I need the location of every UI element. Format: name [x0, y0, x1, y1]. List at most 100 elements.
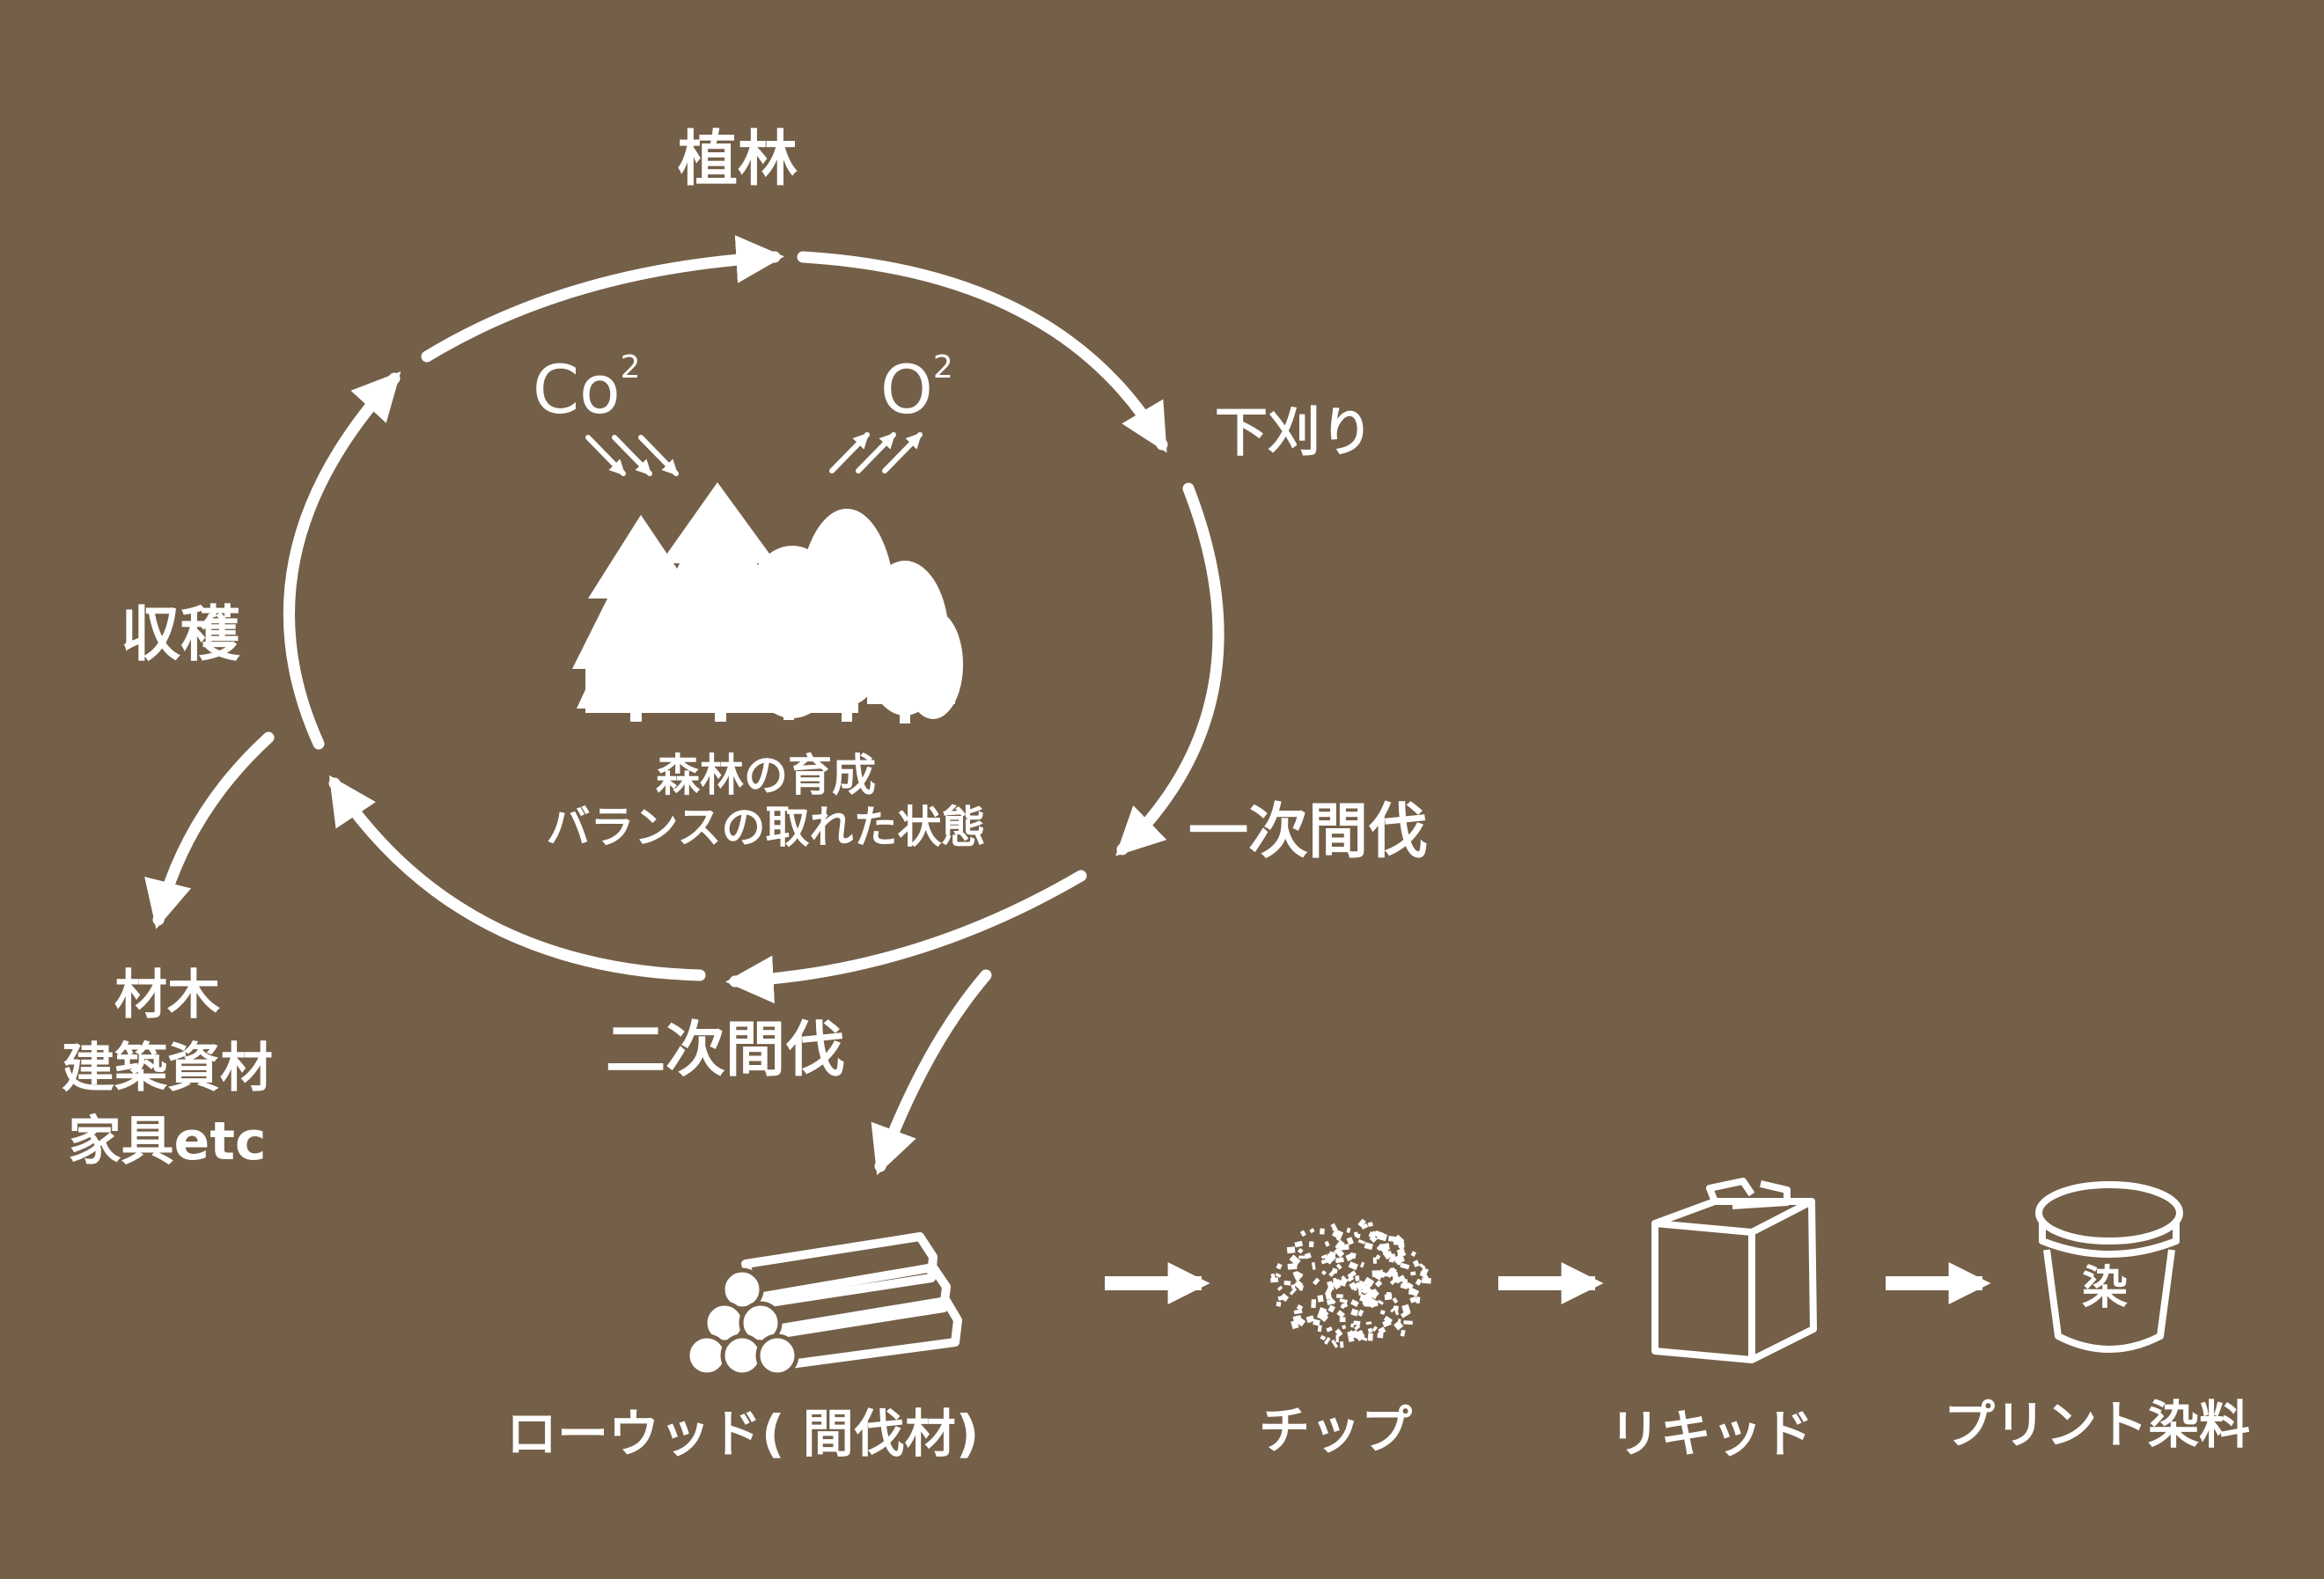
- product-line-1: 材木: [114, 965, 220, 1026]
- gas-arrows: [585, 432, 923, 476]
- wood-chip: [1340, 1340, 1344, 1348]
- wood-chip: [1354, 1324, 1361, 1331]
- wood-chip: [1361, 1223, 1369, 1230]
- wood-chip: [1415, 1278, 1423, 1286]
- wood-chip: [1331, 1339, 1339, 1348]
- logs-icon: [685, 1232, 962, 1377]
- wood-chip: [1332, 1223, 1336, 1231]
- arrow-to-products: [144, 731, 275, 929]
- o2-release-arrows: [829, 432, 923, 474]
- wood-chip: [1350, 1323, 1355, 1328]
- wood-chip: [1365, 1321, 1372, 1326]
- wood-chip: [1357, 1218, 1366, 1228]
- dye-badge: 染: [2082, 1262, 2129, 1315]
- step-label-chips: チップ: [1259, 1400, 1413, 1460]
- wood-chip: [1339, 1317, 1346, 1323]
- product-line-2: 建築資材: [62, 1037, 273, 1099]
- wood-chip: [1335, 1257, 1344, 1264]
- wood-chip: [1346, 1227, 1351, 1234]
- co2-label: Co2: [533, 349, 641, 429]
- wood-chip: [1349, 1282, 1357, 1290]
- wood-chip: [1403, 1320, 1413, 1326]
- wood-chip: [1299, 1230, 1306, 1237]
- wood-chip: [1297, 1247, 1304, 1254]
- wood-chip: [1396, 1255, 1403, 1266]
- wood-chip: [1394, 1234, 1405, 1245]
- forest-icon: [572, 482, 963, 723]
- arrow-to-first-thinning: [1115, 482, 1225, 856]
- wood-chip: [1286, 1246, 1296, 1254]
- wood-chip: [1294, 1240, 1304, 1248]
- wood-chip: [1367, 1289, 1379, 1300]
- wood-chip: [1367, 1222, 1373, 1227]
- arrow-to-planting-left: [283, 371, 401, 750]
- wood-chip: [1357, 1239, 1365, 1245]
- product-line-3: 家具etc: [68, 1110, 267, 1172]
- wood-chip: [1327, 1304, 1335, 1313]
- wood-chip: [1340, 1303, 1346, 1310]
- wood-chip: [1304, 1252, 1312, 1260]
- wood-chip: [1357, 1333, 1365, 1341]
- wood-chip: [1347, 1331, 1355, 1337]
- wood-chip: [1372, 1257, 1377, 1264]
- wood-chip: [1326, 1326, 1333, 1333]
- wood-chip: [1377, 1299, 1384, 1305]
- wood-chip: [1320, 1334, 1327, 1341]
- wood-chip: [1342, 1325, 1347, 1330]
- wood-chip: [1289, 1254, 1301, 1267]
- wood-chip: [1347, 1270, 1357, 1280]
- wood-chip: [1341, 1275, 1349, 1283]
- wood-chip: [1325, 1291, 1333, 1300]
- step-label-dye: プリント染料: [1944, 1395, 2251, 1455]
- wood-chip: [1320, 1254, 1328, 1260]
- arrow-to-second-thinning: [725, 870, 1087, 1004]
- wood-chip: [1375, 1254, 1381, 1260]
- wood-chip: [1335, 1334, 1339, 1343]
- wood-chip: [1409, 1296, 1417, 1304]
- wood-chip: [1360, 1294, 1370, 1301]
- wood-chip: [1293, 1280, 1304, 1289]
- wood-chip: [1355, 1275, 1360, 1282]
- cycle-arrows: [144, 235, 1225, 1176]
- dye-bucket-icon: [2035, 1181, 2183, 1353]
- wood-chip: [1321, 1270, 1327, 1275]
- wood-chip: [1420, 1269, 1429, 1280]
- wood-chip: [1412, 1260, 1420, 1267]
- wood-chip: [1318, 1311, 1329, 1323]
- wood-chip: [1388, 1258, 1394, 1263]
- co2-absorb-arrows: [585, 435, 679, 476]
- wood-chip: [1324, 1336, 1331, 1345]
- wood-chip: [1334, 1246, 1345, 1258]
- stage-first-thinning: 一次間伐: [1188, 797, 1429, 867]
- wood-chip: [1346, 1237, 1354, 1245]
- wood-chip: [1354, 1282, 1363, 1290]
- wood-chip: [1313, 1277, 1320, 1286]
- wood-chip: [1377, 1332, 1384, 1339]
- center-line-1: 森林の育成: [656, 750, 876, 801]
- wood-chip: [1418, 1263, 1426, 1270]
- wood-chip: [1378, 1326, 1386, 1335]
- wood-chip: [1395, 1322, 1402, 1329]
- wood-chip: [1335, 1236, 1342, 1242]
- wood-chip: [1372, 1326, 1378, 1333]
- wood-chip: [1311, 1261, 1316, 1270]
- wood-chip: [1283, 1280, 1291, 1286]
- wood-chip: [1357, 1309, 1364, 1317]
- wood-chip: [1289, 1287, 1298, 1296]
- stage-planting: 植林: [678, 125, 798, 195]
- wood-chip: [1357, 1281, 1368, 1290]
- wood-chip: [1400, 1262, 1410, 1270]
- wood-chip: [1287, 1263, 1298, 1270]
- wood-chip: [1276, 1263, 1283, 1270]
- wood-chip: [1367, 1333, 1373, 1341]
- wood-chip: [1275, 1272, 1282, 1278]
- liquid-container-icon: [1651, 1178, 1817, 1363]
- center-line-2: バランスの取れた状態: [546, 802, 986, 853]
- wood-chip: [1387, 1294, 1393, 1299]
- wood-chip: [1376, 1243, 1385, 1252]
- wood-chip: [1336, 1294, 1343, 1298]
- wood-chip: [1328, 1269, 1336, 1277]
- wood-chip: [1339, 1298, 1348, 1304]
- wood-chip: [1374, 1280, 1383, 1288]
- wood-chip: [1327, 1251, 1336, 1261]
